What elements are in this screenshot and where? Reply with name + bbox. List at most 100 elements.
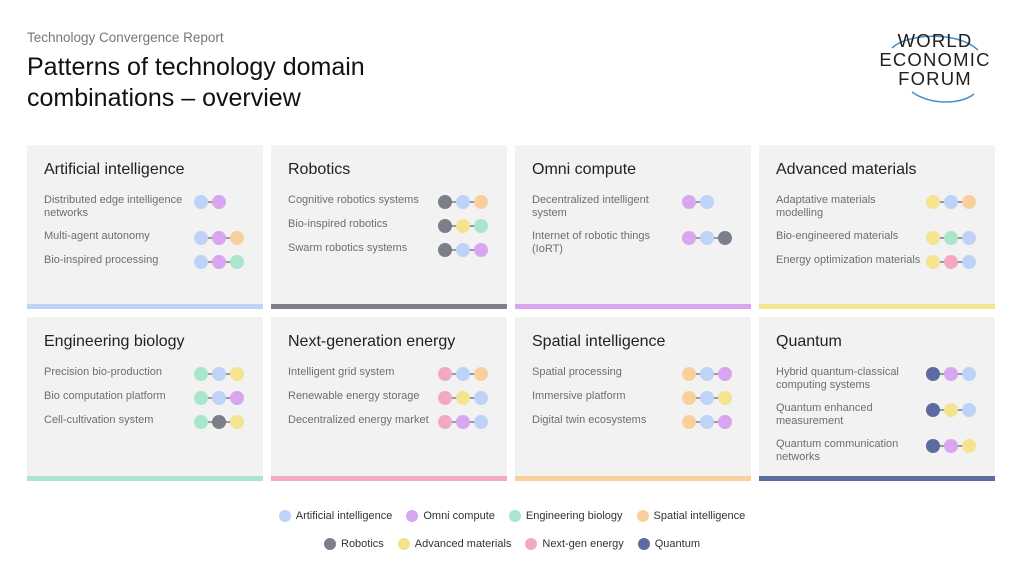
domain-combination-dots: [194, 230, 264, 246]
domain-combination-dots: [194, 414, 264, 430]
domain-combination-dots: [682, 414, 752, 430]
omni-dot: [944, 439, 958, 453]
legend-label: Omni compute: [423, 510, 495, 523]
logo-arc-icon: [891, 35, 979, 103]
energy-dot: [438, 391, 452, 405]
ai-dot: [474, 415, 488, 429]
world-economic-forum-logo: WORLD ECONOMIC FORUM: [866, 28, 1004, 108]
card-title: Robotics: [288, 161, 351, 178]
omni-dot: [456, 415, 470, 429]
spatial-dot: [474, 367, 488, 381]
ai-dot: [700, 195, 714, 209]
legend-item: Omni compute: [406, 510, 495, 523]
domain-combination-dots: [926, 254, 996, 270]
combination-label: Decentralized energy market: [288, 414, 429, 426]
combination-label: Hybrid quantum-classical computing syste…: [776, 366, 899, 391]
robotics-dot: [438, 243, 452, 257]
spatial-dot: [962, 195, 976, 209]
combination-label: Decentralized intelligent system: [532, 194, 649, 219]
page-title: Patterns of technology domain combinatio…: [27, 53, 365, 112]
combination-label: Energy optimization materials: [776, 254, 921, 266]
combination-label: Internet of robotic things (IoRT): [532, 230, 651, 255]
domain-combination-dots: [682, 230, 752, 246]
legend-item: Quantum: [637, 538, 700, 551]
legend-item: Spatial intelligence: [636, 510, 745, 523]
domain-combination-dots: [682, 194, 752, 210]
ai-dot: [456, 367, 470, 381]
combination-label: Precision bio-production: [44, 366, 163, 378]
domain-combination-dots: [194, 194, 264, 210]
legend-item: Robotics: [324, 538, 384, 551]
spatial-dot: [230, 231, 244, 245]
logo-word-1: WORLD: [897, 30, 973, 51]
card-color-bar: [27, 476, 263, 481]
domain-combination-dots: [194, 390, 264, 406]
omni-dot: [944, 367, 958, 381]
combination-label: Renewable energy storage: [288, 390, 420, 402]
ai-dot: [962, 231, 976, 245]
combination-label: Quantum enhanced measurement: [776, 402, 873, 427]
combination-label: Multi-agent autonomy: [44, 230, 150, 242]
materials-dot: [962, 439, 976, 453]
card-title: Spatial intelligence: [532, 333, 666, 350]
domain-combination-dots: [682, 366, 752, 382]
quantum-dot: [926, 367, 940, 381]
omni-dot: [212, 195, 226, 209]
biology-dot: [944, 231, 958, 245]
combination-label: Quantum communication networks: [776, 438, 899, 463]
quantum-dot: [926, 439, 940, 453]
omni-dot: [718, 367, 732, 381]
omni-dot: [212, 255, 226, 269]
domain-combination-dots: [926, 438, 996, 454]
card-title: Omni compute: [532, 161, 637, 178]
omni-dot: [212, 231, 226, 245]
robotics-dot: [212, 415, 226, 429]
combination-label: Swarm robotics systems: [288, 242, 408, 254]
ai-dot: [700, 231, 714, 245]
quantum-legend-dot: [637, 538, 650, 551]
connector-line: [689, 201, 707, 203]
omni-dot: [474, 243, 488, 257]
legend-label: Quantum: [654, 538, 700, 551]
biology-dot: [230, 255, 244, 269]
card-color-bar: [271, 476, 507, 481]
legend-row: Robotics Advanced materials Next-gen energ…: [0, 538, 1024, 551]
omni-dot: [682, 231, 696, 245]
biology-dot: [194, 367, 208, 381]
materials-dot: [944, 403, 958, 417]
combination-label: Bio computation platform: [44, 390, 166, 402]
ai-dot: [194, 195, 208, 209]
ai-dot: [212, 391, 226, 405]
materials-dot: [456, 219, 470, 233]
materials-dot: [926, 255, 940, 269]
energy-legend-dot: [525, 538, 538, 551]
omni-dot: [682, 195, 696, 209]
card-color-bar: [759, 476, 995, 481]
card-title: Quantum: [776, 333, 842, 350]
card-title: Next-generation energy: [288, 333, 456, 350]
spatial-dot: [682, 367, 696, 381]
legend-label: Artificial intelligence: [295, 510, 393, 523]
omni-dot: [230, 391, 244, 405]
domain-combination-dots: [438, 366, 508, 382]
logo-word-3: FORUM: [898, 68, 972, 89]
ai-dot: [194, 231, 208, 245]
combination-label: Digital twin ecosystems: [532, 414, 647, 426]
legend-row: Artificial intelligence Omni compute Engin…: [0, 510, 1024, 523]
domain-combination-dots: [438, 414, 508, 430]
combination-label: Immersive platform: [532, 390, 626, 402]
ai-dot: [212, 367, 226, 381]
legend-label: Advanced materials: [414, 538, 512, 551]
legend-label: Next-gen energy: [542, 538, 624, 551]
legend-label: Engineering biology: [525, 510, 623, 523]
spatial-dot: [474, 195, 488, 209]
materials-dot: [718, 391, 732, 405]
combination-label: Bio-engineered materials: [776, 230, 899, 242]
combination-label: Bio-inspired robotics: [288, 218, 388, 230]
domain-combination-dots: [438, 242, 508, 258]
